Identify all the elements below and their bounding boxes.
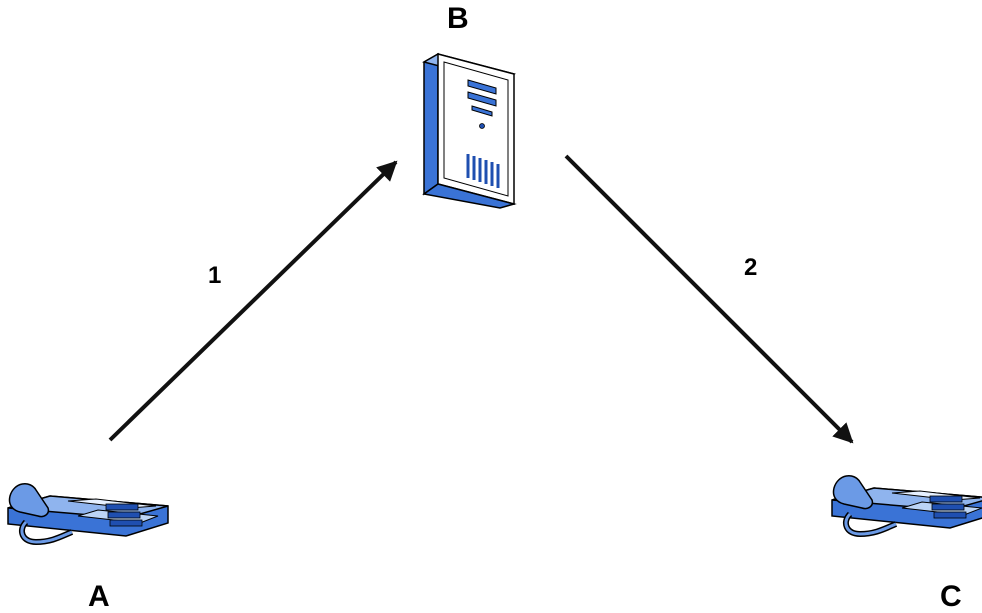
step-label-1: 1 — [208, 262, 222, 289]
arrow-step-1 — [108, 160, 398, 442]
phone-a-icon — [8, 484, 168, 542]
node-label-c: C — [940, 580, 962, 613]
phone-c-icon — [832, 476, 982, 534]
server-b-icon — [422, 52, 517, 209]
node-label-b: B — [447, 2, 469, 35]
node-label-a: A — [88, 580, 110, 613]
arrow-step-2 — [564, 154, 854, 444]
step-label-2: 2 — [744, 254, 758, 281]
